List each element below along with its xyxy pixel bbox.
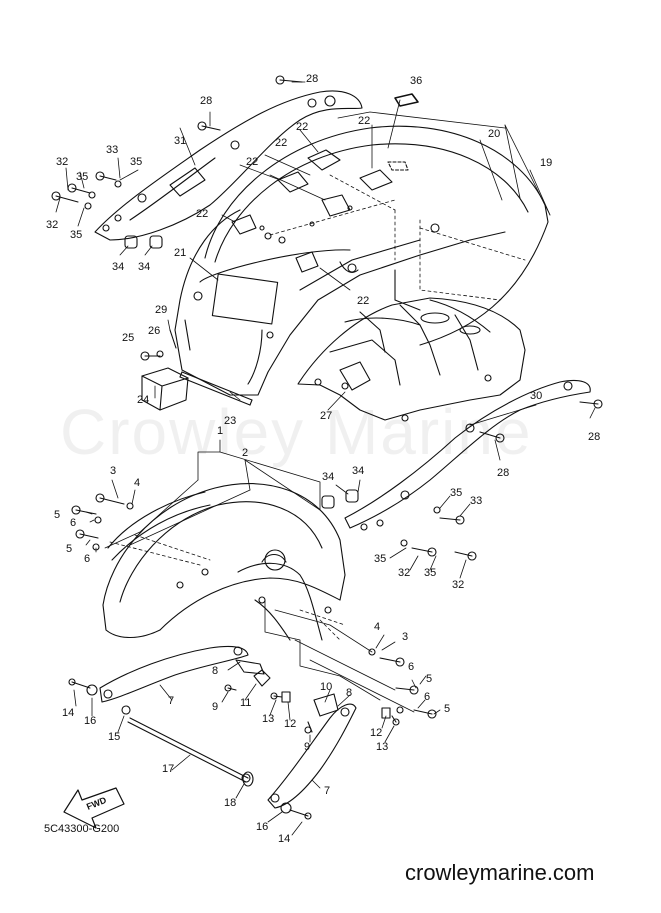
- callout-34: 34: [112, 261, 124, 273]
- callout-32: 32: [398, 567, 410, 579]
- callout-35: 35: [450, 487, 462, 499]
- callout-5: 5: [66, 543, 72, 555]
- callout-32: 32: [56, 156, 68, 168]
- callout-36: 36: [410, 75, 422, 87]
- callout-28: 28: [200, 95, 212, 107]
- front-stay-upper: [99, 645, 249, 703]
- callout-13: 13: [376, 741, 388, 753]
- sticker-22f: [295, 251, 319, 273]
- callout-11: 11: [240, 697, 251, 709]
- callout-35: 35: [424, 567, 436, 579]
- callout-5: 5: [426, 673, 432, 685]
- callout-15: 15: [108, 731, 120, 743]
- callout-21: 21: [174, 247, 186, 259]
- callout-6: 6: [84, 553, 90, 565]
- callout-22: 22: [246, 156, 258, 168]
- fwd-arrow-icon: FWD: [63, 787, 125, 829]
- watermark: Crowley Marine: [60, 396, 533, 468]
- callout-34: 34: [138, 261, 150, 273]
- callout-33: 33: [106, 144, 118, 156]
- callout-8: 8: [212, 665, 218, 677]
- callout-10: 10: [320, 681, 332, 693]
- callout-22: 22: [275, 137, 287, 149]
- callout-9: 9: [212, 701, 218, 713]
- callout-5: 5: [444, 703, 450, 715]
- callout-7: 7: [324, 785, 330, 797]
- callout-28: 28: [588, 431, 600, 443]
- callout-20: 20: [488, 128, 500, 140]
- callout-22: 22: [358, 115, 370, 127]
- rear-stay-30: [344, 379, 591, 531]
- callout-30: 30: [530, 390, 542, 402]
- callout-6: 6: [408, 661, 414, 673]
- callout-4: 4: [374, 621, 380, 633]
- callout-13: 13: [262, 713, 274, 725]
- callout-2: 2: [242, 447, 248, 459]
- callout-22: 22: [296, 121, 308, 133]
- callout-35: 35: [130, 156, 142, 168]
- site-url-link[interactable]: crowleymarine.com: [405, 860, 595, 885]
- callout-8: 8: [346, 687, 352, 699]
- callout-32: 32: [46, 219, 58, 231]
- callout-6: 6: [70, 517, 76, 529]
- callout-33: 33: [470, 495, 482, 507]
- callout-6: 6: [424, 691, 430, 703]
- front-fender: [102, 483, 346, 641]
- callout-4: 4: [134, 477, 140, 489]
- callout-35: 35: [374, 553, 386, 565]
- callout-17: 17: [162, 763, 174, 775]
- rear-stay-31: [94, 90, 363, 241]
- callout-3: 3: [110, 465, 116, 477]
- callout-24: 24: [137, 394, 149, 406]
- callout-31: 31: [174, 135, 186, 147]
- rear-fender: [174, 93, 549, 396]
- callout-16: 16: [84, 715, 96, 727]
- callout-22: 22: [357, 295, 369, 307]
- callout-3: 3: [402, 631, 408, 643]
- callout-1: 1: [217, 425, 223, 437]
- leader-lines: [55, 81, 596, 836]
- callout-19: 19: [540, 157, 552, 169]
- callout-27: 27: [320, 410, 332, 422]
- callout-26: 26: [148, 325, 160, 337]
- rear-fender-inner: [297, 297, 526, 422]
- callout-29: 29: [155, 304, 167, 316]
- callout-34: 34: [352, 465, 364, 477]
- callout-25: 25: [122, 332, 134, 344]
- callout-22: 22: [196, 208, 208, 220]
- strip-23: [179, 371, 253, 406]
- callout-18: 18: [224, 797, 236, 809]
- callout-5: 5: [54, 509, 60, 521]
- callout-23: 23: [224, 415, 236, 427]
- callout-14: 14: [278, 833, 290, 845]
- shaft-17: [127, 717, 254, 787]
- callout-16: 16: [256, 821, 268, 833]
- callout-9: 9: [304, 741, 310, 753]
- callout-28: 28: [306, 73, 318, 85]
- sticker-22d: [321, 194, 351, 217]
- front-stay-lower: [267, 703, 357, 809]
- sticker-22e: [231, 214, 257, 235]
- diagram-code: 5C43300-G200: [44, 823, 120, 835]
- callout-12: 12: [370, 727, 382, 739]
- callout-32: 32: [452, 579, 464, 591]
- callout-12: 12: [284, 718, 296, 730]
- sticker-22b: [359, 169, 393, 191]
- sticker-22a: [307, 149, 341, 171]
- reflector-24: [141, 367, 189, 411]
- sticker-36: [394, 93, 419, 107]
- hidden-lines: [109, 174, 526, 641]
- callout-35: 35: [76, 171, 88, 183]
- callout-7: 7: [168, 695, 174, 707]
- callout-28: 28: [497, 467, 509, 479]
- sticker-22c: [277, 171, 309, 193]
- callout-35: 35: [70, 229, 82, 241]
- callout-labels: 28 36 28 22 22 20 31 22 22 19 33 32 35 3…: [46, 73, 600, 845]
- callout-34: 34: [322, 471, 334, 483]
- callout-14: 14: [62, 707, 74, 719]
